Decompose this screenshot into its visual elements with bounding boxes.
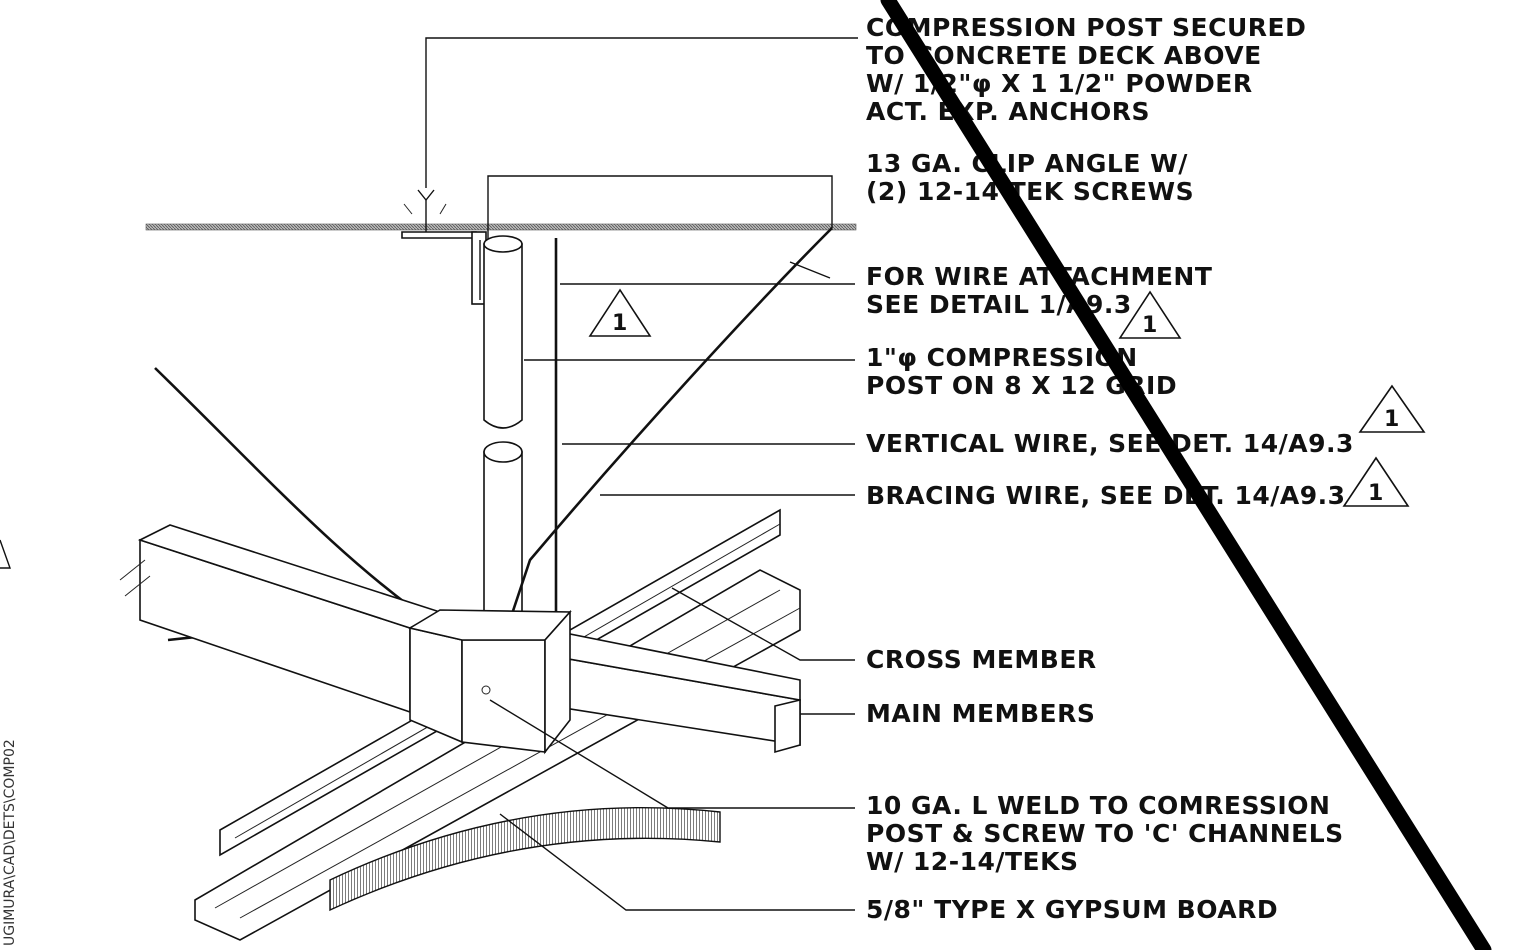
note-wire-attachment: FOR WIRE ATTACHMENT SEE DETAIL 1/A9.3: [866, 262, 1222, 319]
note-weld: 10 GA. L WELD TO COMRESSION POST & SCREW…: [866, 791, 1353, 876]
bracing-wire-right: [508, 227, 833, 621]
note-gypsum-board: 5/8" TYPE X GYPSUM BOARD: [866, 895, 1278, 924]
note-clip-angle: 13 GA. CLIP ANGLE W/ (2) 12-14 TEK SCREW…: [866, 149, 1197, 206]
clip-angle: [401, 231, 487, 305]
svg-text:1: 1: [1368, 481, 1383, 506]
revision-triangle-3: 1: [1358, 384, 1426, 433]
leader-10: [489, 699, 855, 809]
leader-11: [499, 813, 855, 911]
revision-triangle-edge: [0, 539, 11, 569]
revision-triangle-4: 1: [1342, 456, 1410, 507]
concrete-deck: [145, 223, 857, 231]
note-bracing-wire: BRACING WIRE, SEE DET. 14/A9.3: [866, 481, 1346, 510]
leader-8: [671, 587, 855, 661]
strike-through-line: [880, 0, 1492, 950]
svg-text:1: 1: [612, 311, 627, 336]
leader-3: [789, 261, 831, 279]
note-main-members: MAIN MEMBERS: [866, 699, 1095, 728]
note-cross-member: CROSS MEMBER: [866, 645, 1097, 674]
junction-clip: [407, 609, 572, 755]
compression-post-upper: [483, 235, 523, 429]
revision-triangle-2: 1: [1118, 290, 1182, 339]
revision-triangle-1: 1: [588, 288, 652, 337]
file-path-label: UGIMURA\CAD\DETS\COMP02: [2, 739, 18, 946]
svg-text:1: 1: [1384, 407, 1399, 432]
leader-2: [487, 175, 833, 252]
svg-text:1: 1: [1142, 313, 1157, 338]
leader-1: [425, 37, 858, 188]
note-vertical-wire: VERTICAL WIRE, SEE DET. 14/A9.3: [866, 429, 1354, 458]
powder-anchor: [403, 189, 447, 236]
gypsum-board: [329, 806, 721, 912]
